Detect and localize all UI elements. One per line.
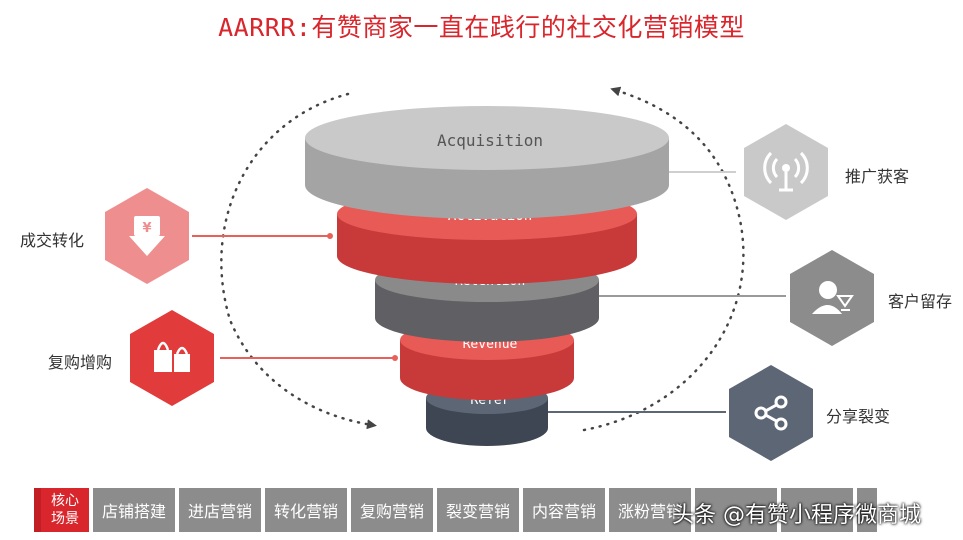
scene-follower-marketing: 涨粉营销 (609, 488, 691, 532)
scene-extra-2 (781, 488, 853, 532)
label-acquisition-promo: 推广获客 (845, 167, 910, 186)
label-customer-retention: 客户留存 (888, 292, 953, 311)
scene-content-marketing: 内容营销 (523, 488, 605, 532)
page-title: AARRR:有赞商家一直在践行的社交化营销模型 (218, 13, 745, 42)
hexagon-shopping-repurchase (130, 310, 214, 406)
scene-conversion-marketing: 转化营销 (265, 488, 347, 532)
scene-extra-3 (857, 488, 877, 532)
hexagon-yen-conversion: ¥ (105, 188, 189, 284)
scene-extra-1 (695, 488, 777, 532)
funnel-layer-acquisition: Acquisition (305, 106, 669, 219)
label-conversion: 成交转化 (20, 231, 85, 250)
hexagon-share-referral (729, 365, 813, 461)
label-repurchase: 复购增购 (48, 353, 113, 372)
shopping-bags-icon (154, 341, 190, 372)
yen-down-arrow-icon (129, 216, 165, 256)
scene-store-setup: 店铺搭建 (93, 488, 175, 532)
cycle-arc-left (220, 92, 377, 430)
scene-referral-marketing: 裂变营销 (437, 488, 519, 532)
scene-entry-marketing: 进店营销 (179, 488, 261, 532)
connector-revenue-dot (392, 355, 398, 361)
svg-text:¥: ¥ (142, 221, 151, 236)
hexagon-broadcast-acquisition (744, 124, 828, 220)
user-retention-icon (812, 281, 854, 314)
cycle-arc-right (582, 86, 745, 432)
funnel-label-acquisition: Acquisition (437, 131, 543, 150)
share-icon (754, 395, 788, 431)
core-scenes-label: 核心场景 (34, 488, 89, 532)
hexagon-user-retention (790, 250, 874, 346)
scene-repurchase-marketing: 复购营销 (351, 488, 433, 532)
connector-activation-dot (327, 233, 333, 239)
core-scenes-bar: 核心场景 店铺搭建 进店营销 转化营销 复购营销 裂变营销 内容营销 涨粉营销 (34, 488, 877, 532)
watermark: 头条 @有赞小程序微商城 (672, 503, 921, 528)
label-share-referral: 分享裂变 (826, 407, 891, 426)
broadcast-antenna-icon (763, 151, 809, 192)
